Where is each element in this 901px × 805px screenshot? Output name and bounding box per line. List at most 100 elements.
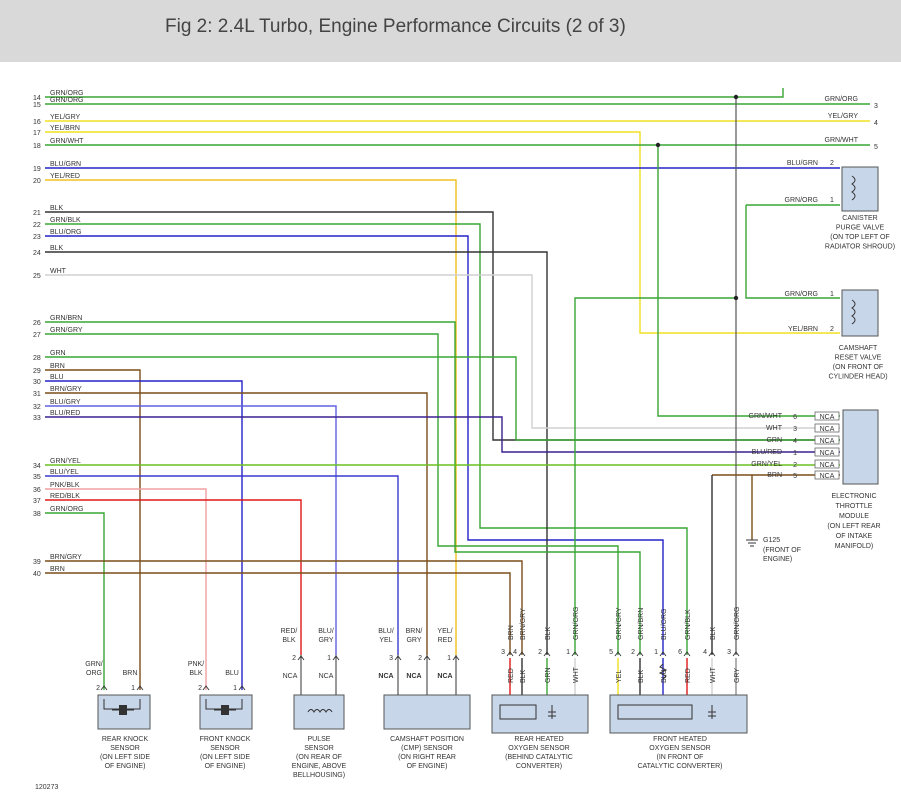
coil-icon	[851, 299, 856, 325]
wire-label: GRN	[545, 667, 552, 683]
nca-label: NCA	[437, 673, 452, 680]
pin-number: 40	[33, 571, 41, 578]
sensor-element	[548, 705, 556, 719]
wire-label: RED	[685, 668, 692, 683]
wire-label: GRN/BLK	[685, 609, 692, 640]
wire-32	[45, 405, 337, 655]
wire-label: RED	[508, 668, 515, 683]
wire-25	[45, 274, 840, 429]
nca-label: NCA	[820, 462, 835, 469]
wire-label: GRN/ORG	[785, 291, 818, 298]
wire-label: PNK/	[188, 661, 204, 668]
pin-number: 1	[830, 197, 834, 204]
pulse-caption: SENSOR	[304, 745, 334, 752]
throttle-caption: (ON LEFT REAR	[827, 523, 880, 530]
sensor-element	[708, 705, 716, 719]
wire-label: RED/	[281, 628, 298, 635]
throttle-caption: OF INTAKE	[836, 533, 873, 540]
front-knock-sensor-body	[199, 694, 253, 730]
canister-caption: PURGE VALVE	[836, 225, 885, 232]
throttle-module-body	[842, 409, 879, 485]
nca-label: NCA	[283, 673, 298, 680]
wire-35	[45, 475, 399, 655]
figure-id: 120273	[35, 784, 58, 791]
wire-label: GRY	[734, 668, 741, 683]
pin-number: 4	[513, 649, 517, 656]
wire-label: BLK	[520, 669, 527, 683]
nca-label: NCA	[319, 673, 334, 680]
nca-label: NCA	[820, 414, 835, 421]
wire-label: BLU/	[378, 628, 394, 635]
rear-o2-caption: CONVERTER)	[516, 763, 562, 770]
wire-label: GRN/BLK	[50, 217, 81, 224]
wire-label: WHT	[710, 666, 717, 683]
resistor-icon	[658, 663, 668, 680]
wire-39	[45, 560, 523, 655]
wire-label: BLK	[710, 626, 717, 640]
pin-number: 18	[33, 143, 41, 150]
wire-label: BLU/YEL	[50, 469, 79, 476]
ground-caption: ENGINE)	[763, 556, 792, 563]
splice-dot	[733, 295, 739, 301]
pin-number: 1	[793, 450, 797, 457]
front-o2-caption: FRONT HEATED	[653, 736, 707, 743]
title-bar: Fig 2: 2.4L Turbo, Engine Performance Ci…	[0, 0, 901, 62]
pin-number: 23	[33, 234, 41, 241]
wire-label: GRN/WHT	[825, 137, 859, 144]
pin-number: 21	[33, 210, 41, 217]
wire-label: BRN	[767, 472, 782, 479]
wire-27	[45, 333, 619, 655]
connector-pin	[100, 685, 108, 691]
wire-29	[45, 369, 141, 690]
pin-number: 32	[33, 404, 41, 411]
pin-number: 3	[874, 103, 878, 110]
wire-31	[45, 392, 428, 655]
nca-box	[814, 459, 840, 469]
canister-body	[841, 166, 879, 212]
rear-o2-caption: (BEHIND CATALYTIC	[505, 754, 573, 761]
wire-label: YEL	[616, 670, 623, 683]
pin-number: 28	[33, 355, 41, 362]
connector-pin	[708, 651, 716, 657]
wire-40	[45, 572, 511, 655]
ground-name: G125	[763, 537, 780, 544]
ground-icon	[746, 539, 758, 547]
page-title: Fig 2: 2.4L Turbo, Engine Performance Ci…	[165, 16, 626, 37]
camshaft-caption: CYLINDER HEAD)	[828, 374, 887, 381]
pin-number: 1	[233, 685, 237, 692]
wire-label: ORG	[86, 670, 102, 677]
pin-number: 1	[447, 655, 451, 662]
wire-label: PNK/BLK	[50, 482, 80, 489]
wire-label: BLU/ORG	[661, 608, 668, 640]
wire-label: GRN/ORG	[573, 607, 580, 640]
wire-label: WHT	[766, 425, 783, 432]
connector-pin	[659, 651, 667, 657]
nca-box	[814, 470, 840, 480]
wire-label: GRN/YEL	[50, 458, 81, 465]
wire-label: BRN	[123, 670, 138, 677]
wire-24	[45, 251, 548, 655]
connector-pin	[202, 685, 210, 691]
pin-number: 36	[33, 487, 41, 494]
camshaft-caption: CAMSHAFT	[839, 345, 878, 352]
pin-number: 2	[538, 649, 542, 656]
pin-number: 39	[33, 559, 41, 566]
wire-label: YEL	[379, 637, 392, 644]
wire-38	[45, 512, 105, 690]
pin-number: 6	[793, 414, 797, 421]
pulse-caption: BELLHOUSING)	[293, 772, 345, 779]
wire-label: WHT	[573, 666, 580, 683]
wire-label: BLU/ORG	[50, 229, 82, 236]
nca-label: NCA	[820, 450, 835, 457]
connector-pin	[394, 655, 402, 661]
front-o2-caption: CATALYTIC CONVERTER)	[637, 763, 722, 770]
heater-element	[617, 704, 693, 720]
wire-label: GRN/BRN	[638, 608, 645, 640]
pin-number: 20	[33, 178, 41, 185]
nca-box	[814, 423, 840, 433]
pin-number: 2	[292, 655, 296, 662]
wire-label: GRN/	[85, 661, 103, 668]
pin-number: 1	[327, 655, 331, 662]
wire-label: GRN/ORG	[825, 96, 858, 103]
pin-number: 2	[198, 685, 202, 692]
